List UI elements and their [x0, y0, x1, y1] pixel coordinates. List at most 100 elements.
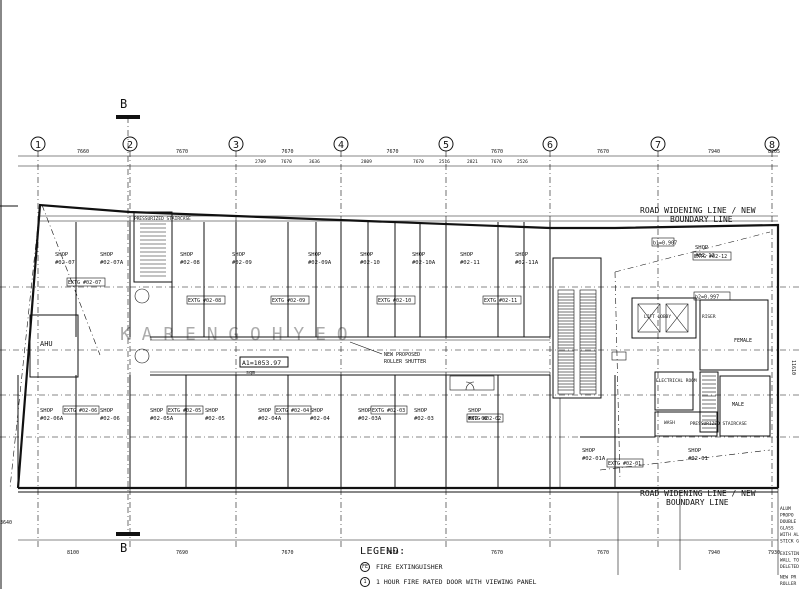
- level-b1: b1=0.907: [653, 241, 677, 247]
- bottom-shop-name: SHOP: [40, 408, 54, 414]
- area-unit: sqm: [246, 370, 255, 376]
- left-staircase: PRESSURIZED STAIRCASE: [133, 211, 191, 364]
- watermark: K A R E N G O H Y E O: [120, 324, 348, 345]
- female-toilet-label: FEMALE: [734, 338, 752, 344]
- legend-item-fire-door: 1 1 HOUR FIRE RATED DOOR WITH VIEWING PA…: [360, 577, 536, 587]
- road-widening-label-top-1: ROAD WIDENING LINE / NEW: [640, 206, 756, 215]
- bottom-shop-name: SHOP: [358, 408, 372, 414]
- grid-label-5: 5: [443, 140, 449, 151]
- top-shop-name: SHOP: [55, 252, 69, 258]
- grid-label-4: 4: [338, 140, 344, 151]
- bottom-shop-name: SHOP: [468, 408, 482, 414]
- bottom-dim: 7930: [768, 550, 780, 556]
- top-sub-dim: 7670: [281, 159, 292, 165]
- electrical-room-label: ELECTRICAL ROOM: [656, 378, 697, 384]
- bottom-shop-unit: #02-06A: [40, 416, 64, 422]
- top-shop-unit: #02-11: [460, 260, 480, 266]
- top-extg-label: EXTG #02-07: [68, 280, 101, 286]
- roller-shutter-note: NEW PROPOSED ROLLER SHUTTER: [349, 341, 427, 365]
- right-note: PROPO: [780, 513, 794, 519]
- legend-title: LEGEND:: [360, 546, 406, 557]
- top-shop-unit: #02-08: [180, 260, 200, 266]
- right-note: ROLLER: [780, 581, 797, 587]
- top-dim: 7940: [708, 149, 720, 155]
- top-shop-unit: #02-09: [232, 260, 252, 266]
- top-shop-name: SHOP: [100, 252, 114, 258]
- bottom-dim: 7670: [597, 550, 609, 556]
- right-note: WALL TO: [780, 558, 799, 564]
- bottom-shop-unit: #02-04A: [258, 416, 282, 422]
- escalators: [552, 257, 602, 399]
- bottom-shop-unit: #02-06: [100, 416, 120, 422]
- top-sub-dim: 2516: [439, 159, 450, 165]
- top-shop-name: SHOP: [232, 252, 246, 258]
- top-extg-label: EXTG #02-12: [694, 254, 727, 260]
- fire-door-icon: 1: [360, 577, 370, 587]
- bottom-shop-unit: #02-03: [414, 416, 434, 422]
- bottom-shop-unit: #02-03A: [358, 416, 382, 422]
- top-sub-dim: 7670: [491, 159, 502, 165]
- bottom-shop-unit: #02-05: [205, 416, 225, 422]
- top-sub-dim: 2809: [361, 159, 372, 165]
- top-dim: 7670: [176, 149, 188, 155]
- legend: LEGEND: FE FIRE EXTINGUISHER 1 1 HOUR FI…: [360, 546, 536, 587]
- section-marker-label-bottom: B: [120, 541, 127, 555]
- pressurized-staircase-label: PRESSURIZED STAIRCASE: [134, 216, 191, 222]
- bottom-shop-name: SHOP: [258, 408, 272, 414]
- right-note: NEW PR: [780, 575, 797, 581]
- building-outline: [0, 203, 800, 493]
- wash-label: WASH: [664, 420, 675, 426]
- top-shop-unit: #02-07: [55, 260, 75, 266]
- bottom-shop-unit: #02-01: [688, 456, 708, 462]
- bottom-extg-label: EXTG #02-05: [168, 408, 201, 414]
- legend-item-fire-extinguisher: FE FIRE EXTINGUISHER: [360, 562, 536, 572]
- bottom-dim: 7670: [491, 550, 503, 556]
- top-extg-label: EXTG #02-10: [378, 298, 411, 304]
- top-dim: 7670: [387, 149, 399, 155]
- bottom-shop-name: SHOP: [414, 408, 428, 414]
- lift-lobby-label: LIFT LOBBY: [644, 314, 671, 320]
- road-widening-label-bottom-2: BOUNDARY LINE: [666, 498, 729, 507]
- right-note: WITH AL: [780, 532, 799, 538]
- top-shop-unit: #02-11A: [515, 260, 539, 266]
- top-dim: 7670: [282, 149, 294, 155]
- top-shop-name: SHOP: [460, 252, 474, 258]
- bottom-shop-name: SHOP: [150, 408, 164, 414]
- bottom-shop-unit: #02-05A: [150, 416, 174, 422]
- grid-label-8: 8: [769, 140, 775, 151]
- legend-text-fire-extinguisher: FIRE EXTINGUISHER: [376, 563, 443, 571]
- legend-text-fire-door: 1 HOUR FIRE RATED DOOR WITH VIEWING PANE…: [376, 578, 537, 586]
- right-note: DELETED: [780, 564, 799, 570]
- top-sub-dim: 3636: [309, 159, 320, 165]
- ahu-room: AHU: [29, 314, 79, 378]
- right-staircase-label: PRESSURIZED STAIRCASE: [690, 421, 747, 427]
- top-sub-dim: 7670: [413, 159, 424, 165]
- bottom-dim: 7670: [387, 550, 399, 556]
- roller-shutter-line1: NEW PROPOSED: [384, 352, 420, 358]
- grid-label-1: 1: [35, 140, 41, 151]
- road-widening-label-bottom-1: ROAD WIDENING LINE / NEW: [640, 489, 756, 498]
- bottom-extg-label: EXTG #02-03: [372, 408, 405, 414]
- shop-partitions: [17, 222, 655, 488]
- bottom-dim: 8100: [67, 550, 79, 556]
- top-dim: 7670: [491, 149, 503, 155]
- right-note: EXISTIN: [780, 551, 799, 557]
- section-marker-bottom: B: [116, 532, 140, 555]
- right-note: DOUBLE: [780, 519, 797, 525]
- male-toilet-label: MALE: [732, 402, 744, 408]
- area-callout: A1=1053.97 sqm: [239, 356, 289, 376]
- road-widening-label-top-2: BOUNDARY LINE: [670, 215, 733, 224]
- bottom-dim: 7940: [708, 550, 720, 556]
- site-lines: [9, 204, 779, 575]
- bottom-extg-label: EXTG #02-02: [468, 416, 501, 422]
- fire-extinguisher-icon: FE: [360, 562, 370, 572]
- right-note: ALUM: [780, 506, 791, 512]
- bottom-extg-label: EXTG #02-04: [276, 408, 309, 414]
- top-extg-label: EXTG #02-08: [188, 298, 221, 304]
- dim-right: 11610: [790, 360, 796, 375]
- top-shop-name: SHOP: [360, 252, 374, 258]
- top-shop-unit: #02-12: [695, 253, 715, 259]
- grid-label-7: 7: [655, 140, 661, 151]
- top-extg-label: EXTG #02-11: [484, 298, 517, 304]
